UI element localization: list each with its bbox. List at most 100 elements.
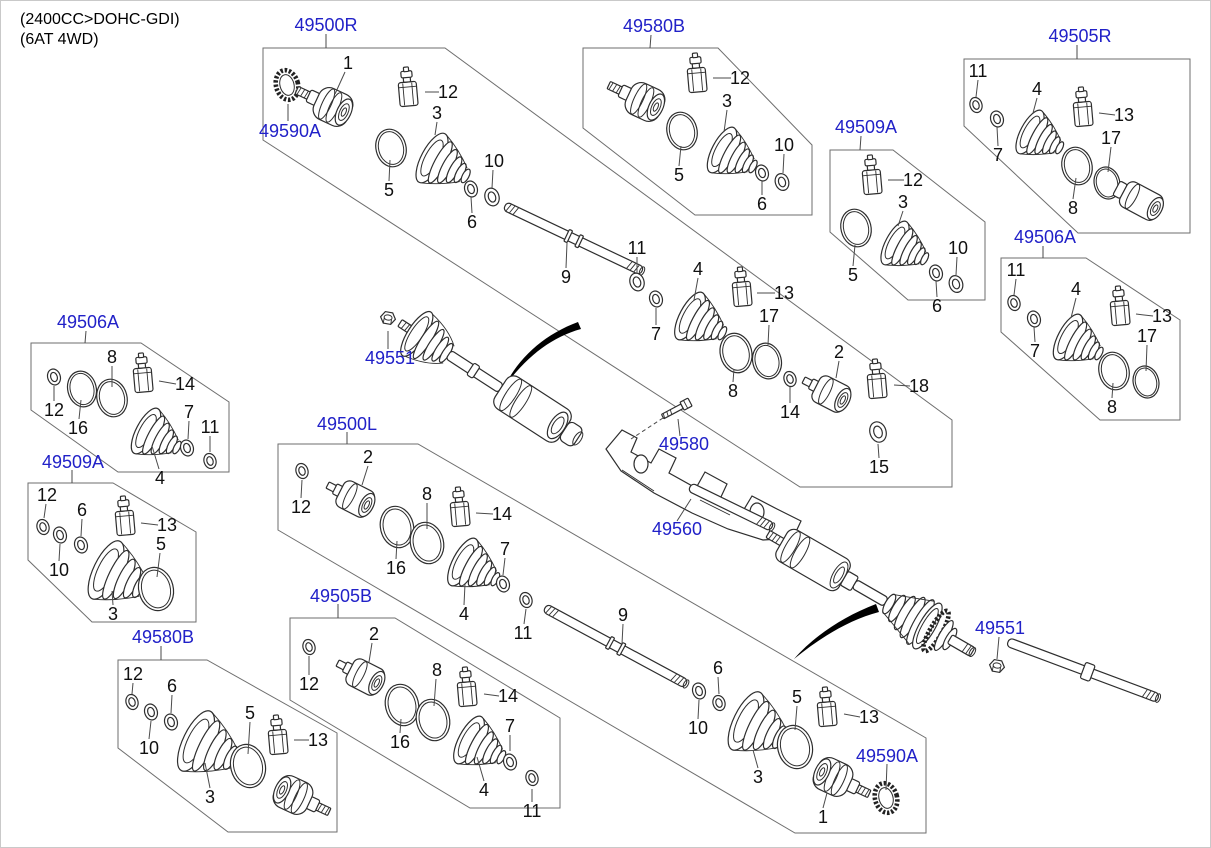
callout-leader-line — [433, 678, 437, 707]
callout-leader-line — [1107, 146, 1112, 173]
part-number-callout: 16 — [390, 732, 410, 752]
nut-shape — [988, 658, 1006, 674]
boot-shape — [1015, 109, 1065, 156]
ring-shape — [495, 575, 511, 593]
part-number-callout: 16 — [68, 418, 88, 438]
part-number-callout: 6 — [77, 500, 87, 520]
part-group-label-49505R[interactable]: 49505R — [1048, 26, 1111, 46]
callout-leader-line — [897, 210, 904, 227]
ring-shape — [179, 439, 195, 457]
callout-leader-line — [502, 557, 506, 576]
ring-shape — [869, 421, 887, 443]
ring-shape — [143, 703, 159, 721]
part-number-callout: 6 — [932, 296, 942, 316]
callout-leader-line — [463, 583, 466, 606]
callout-leader-line — [752, 749, 759, 769]
part-number-callout: 5 — [245, 703, 255, 723]
ring-shape — [754, 164, 770, 182]
callout-leader-line — [794, 705, 798, 731]
part-number-callout: 7 — [505, 716, 515, 736]
housing-shape — [1112, 180, 1165, 221]
config-title-line2: (6AT 4WD) — [20, 31, 99, 48]
ring-shape — [969, 96, 983, 114]
part-group-label-49509A-left[interactable]: 49509A — [42, 452, 104, 472]
callout-leader-line — [170, 694, 173, 714]
ring-shape — [783, 370, 797, 388]
circlip-shape — [415, 698, 451, 742]
group-box-49506A-left — [30, 342, 230, 473]
callout-leader-line — [156, 552, 161, 578]
joint-outer-shape — [606, 81, 666, 122]
callout-leader-line — [975, 79, 979, 98]
part-number-callout: 4 — [459, 604, 469, 624]
part-group-label-49551-left[interactable]: 49551 — [365, 348, 415, 368]
part-number-callout: 14 — [498, 686, 518, 706]
callout-leader-line — [1033, 326, 1036, 343]
part-number-callout: 16 — [386, 558, 406, 578]
group-label-leader-line — [84, 330, 87, 344]
part-group-label-49506A-right[interactable]: 49506A — [1014, 227, 1076, 247]
part-group-label-49590A-bottom[interactable]: 49590A — [856, 746, 918, 766]
part-number-callout: 3 — [753, 767, 763, 787]
callout-leader-line — [697, 699, 700, 720]
group-box-49509A-left — [27, 482, 197, 623]
part-group-label-49590A-top[interactable]: 49590A — [259, 121, 321, 141]
joint-outer-shape — [272, 775, 332, 816]
part-number-callout: 5 — [674, 165, 684, 185]
group-box-49580B-left — [117, 659, 338, 833]
circlip-shape — [409, 521, 445, 565]
driveshaft-assembly-lower — [765, 528, 977, 658]
circlip-shape — [1098, 351, 1130, 391]
boot-shape — [674, 291, 728, 342]
ink-swoosh-upper — [505, 322, 581, 386]
circlip-shape — [1132, 365, 1160, 399]
group-label-leader-line — [677, 418, 681, 437]
part-number-callout: 8 — [107, 347, 117, 367]
part-group-label-49500R[interactable]: 49500R — [294, 15, 357, 35]
bottle-shape — [449, 486, 471, 528]
part-number-callout: 2 — [369, 624, 379, 644]
part-group-label-49580B-left[interactable]: 49580B — [132, 627, 194, 647]
part-number-callout: 9 — [618, 605, 628, 625]
callout-leader-line — [187, 420, 190, 440]
part-number-callout: 3 — [898, 192, 908, 212]
callout-leader-line — [1072, 177, 1077, 200]
part-group-label-49506A-left[interactable]: 49506A — [57, 312, 119, 332]
part-group-label-49505B[interactable]: 49505B — [310, 586, 372, 606]
ring-shape — [295, 462, 309, 480]
boot-shape — [130, 407, 182, 456]
part-number-callout: 6 — [467, 212, 477, 232]
callout-leader-line — [835, 360, 840, 379]
part-number-callout: 15 — [869, 457, 889, 477]
callout-leader-line — [483, 693, 500, 697]
ring-shape — [525, 769, 539, 787]
circlip-shape — [1093, 166, 1121, 200]
part-group-label-49551-right[interactable]: 49551 — [975, 618, 1025, 638]
callout-leader-line — [300, 479, 303, 499]
part-group-label-49580[interactable]: 49580 — [659, 434, 709, 454]
part-group-label-49580B-top[interactable]: 49580B — [623, 16, 685, 36]
part-number-callout: 6 — [757, 194, 767, 214]
part-group-label-49500L[interactable]: 49500L — [317, 414, 377, 434]
part-group-label-49560[interactable]: 49560 — [652, 519, 702, 539]
part-number-callout: 12 — [903, 170, 923, 190]
ring-shape — [484, 187, 500, 207]
part-number-callout: 5 — [156, 534, 166, 554]
callout-leader-line — [767, 324, 770, 346]
callout-leader-line — [1032, 97, 1038, 114]
part-number-callout: 6 — [167, 676, 177, 696]
part-group-label-49509A-right[interactable]: 49509A — [835, 117, 897, 137]
bottle-shape — [267, 714, 289, 756]
callout-leader-line — [80, 518, 83, 537]
leader-lines-layer — [43, 34, 1154, 809]
joint-outer-shape — [812, 757, 872, 798]
callout-leader-line — [621, 623, 624, 645]
callout-leader-line — [131, 682, 134, 695]
nut-shape — [379, 310, 397, 326]
callout-leader-line — [361, 465, 369, 486]
group-label-leader-line — [996, 636, 1000, 660]
part-number-callout: 11 — [514, 623, 533, 643]
part-number-callout: 11 — [969, 61, 988, 81]
